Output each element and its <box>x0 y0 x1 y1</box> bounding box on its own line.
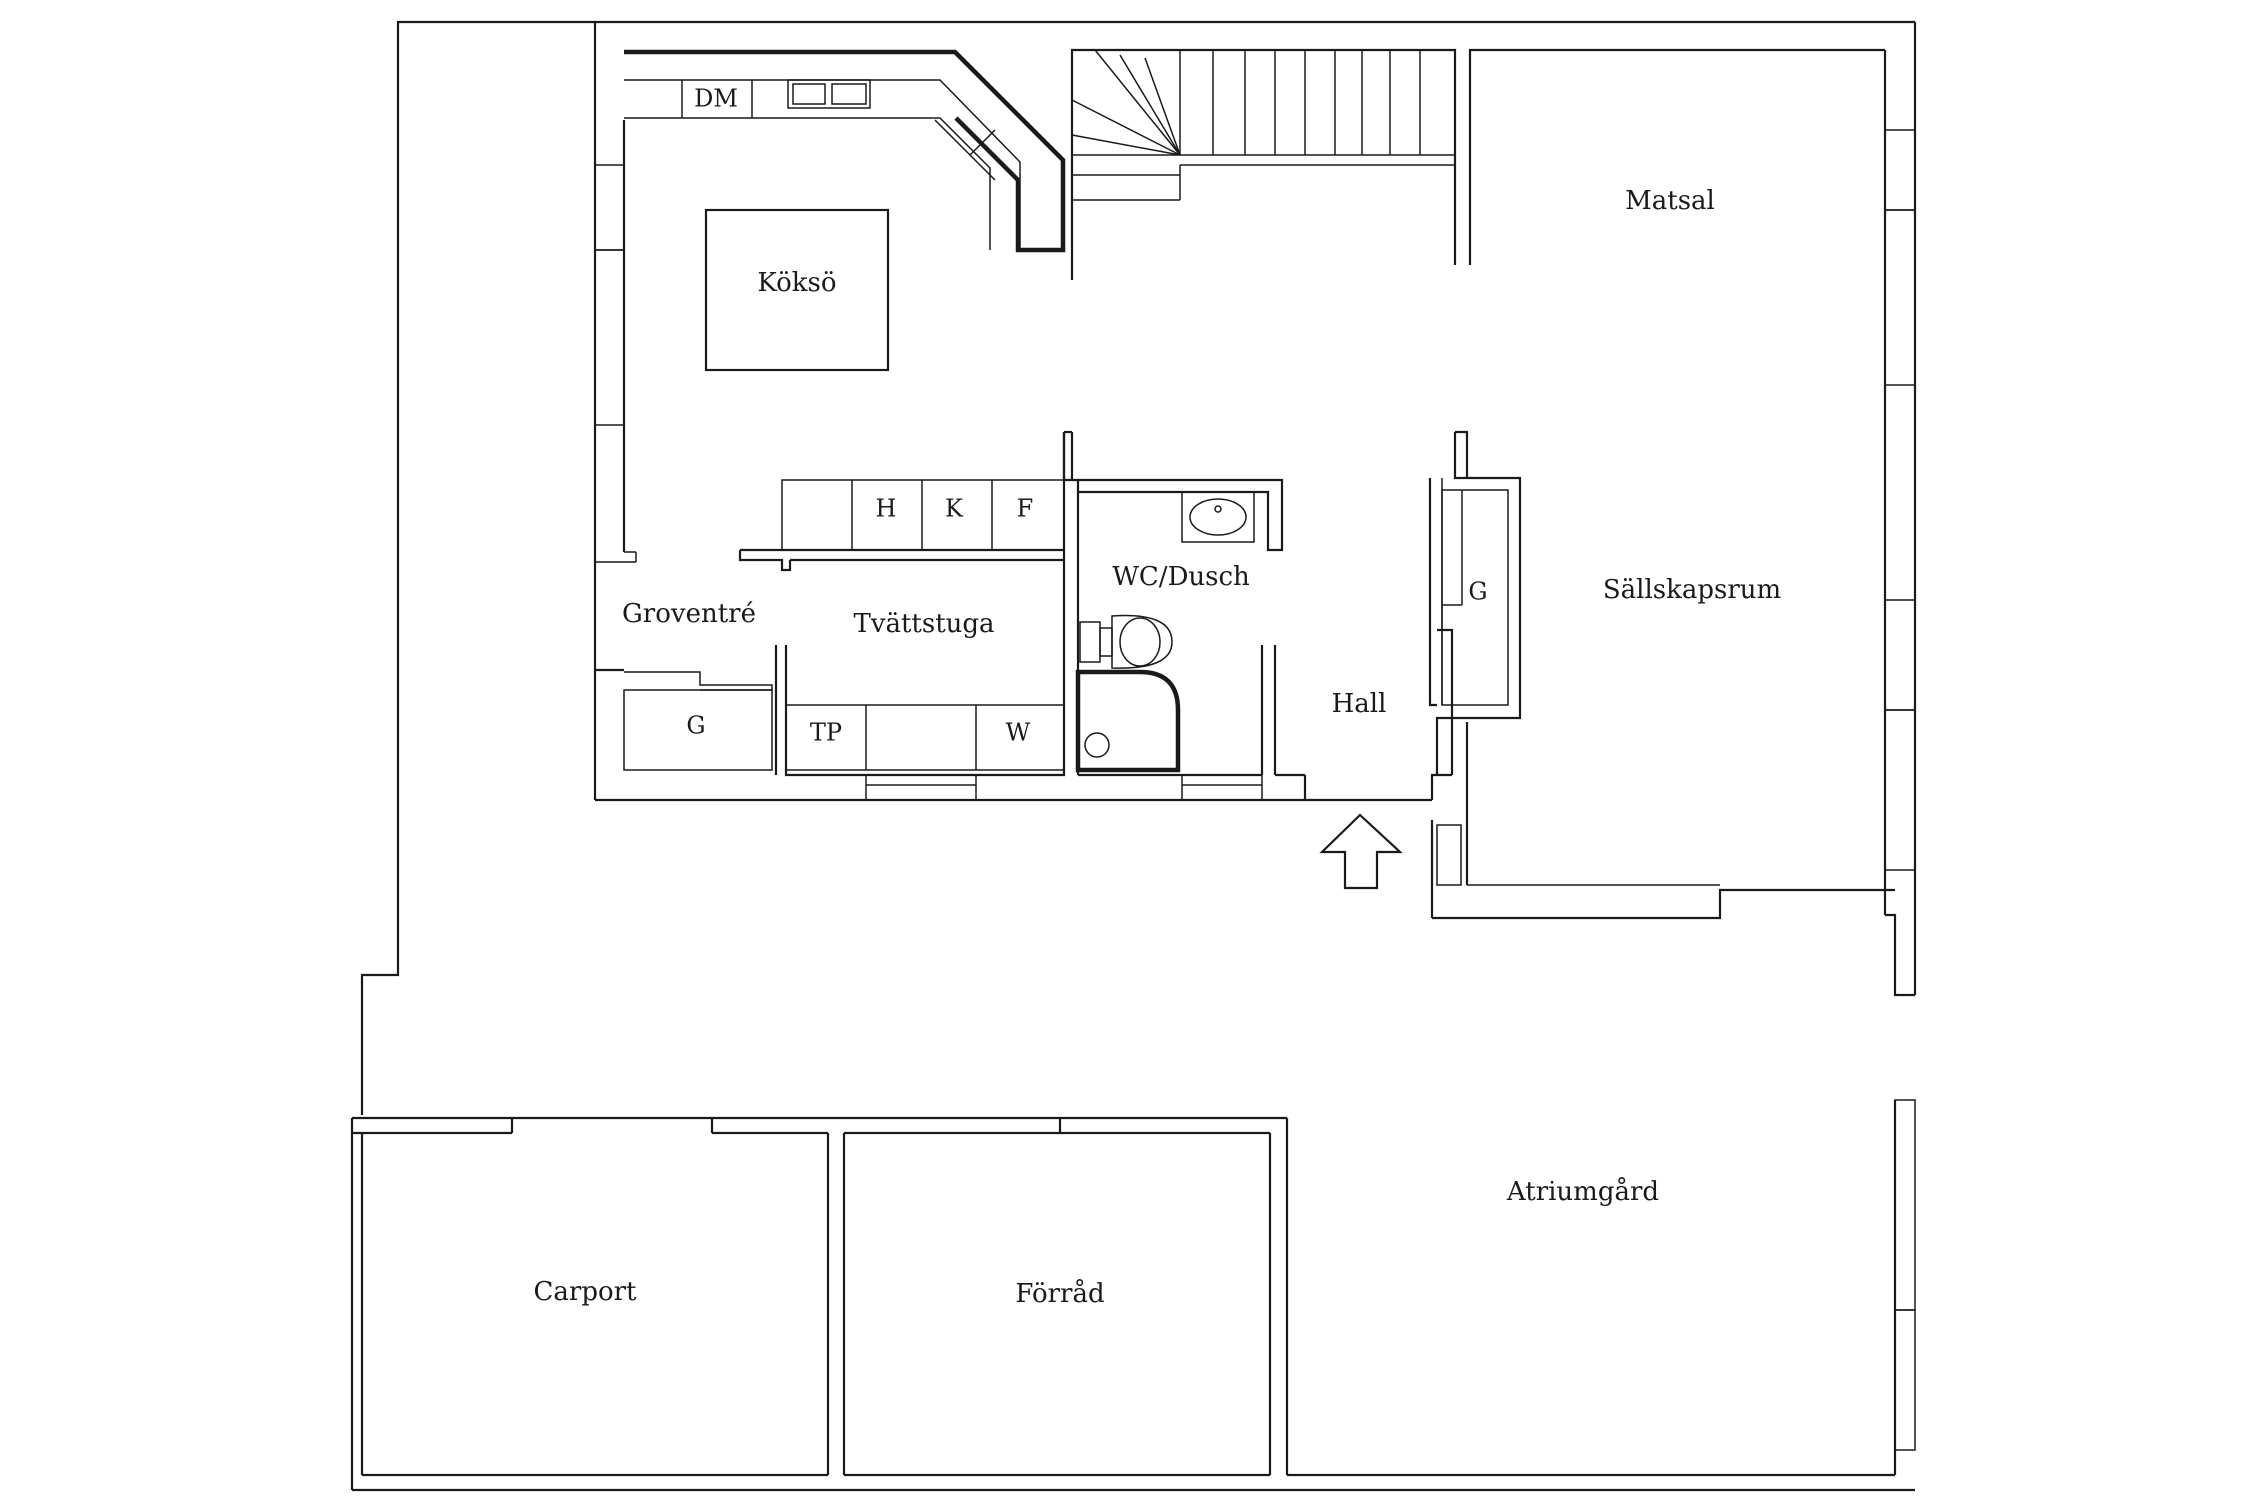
room-label-sallskapsrum: Sällskapsrum <box>1603 575 1781 605</box>
kitchen-partition <box>1064 430 1074 480</box>
fixture-label-f: F <box>1017 495 1034 523</box>
bathroom <box>1062 432 1307 800</box>
kitchen-counter <box>624 49 1066 253</box>
room-label-forrad: Förråd <box>1015 1278 1104 1309</box>
entrance-arrow <box>1319 813 1403 890</box>
fixture-label-wardrobe-hall: G <box>1468 578 1487 606</box>
room-label-tvattstuga: Tvättstuga <box>853 609 994 639</box>
dining-wall <box>1468 48 1885 265</box>
fixture-label-tumble-dryer: TP <box>810 719 842 747</box>
room-label-hall: Hall <box>1332 689 1387 719</box>
house-walls <box>593 22 1895 920</box>
room-label-koksö: Köksö <box>757 268 836 298</box>
room-label-groventre: Groventré <box>622 599 756 629</box>
fixture-label-washer: W <box>1006 719 1031 747</box>
groventre-wardrobe <box>595 668 773 771</box>
room-label-matsal: Matsal <box>1625 186 1715 216</box>
kitchen-island <box>704 208 890 372</box>
east-windows <box>1883 50 1916 997</box>
staircase <box>1070 48 1457 280</box>
hall-wardrobe <box>1428 430 1522 775</box>
room-label-carport: Carport <box>534 1277 638 1307</box>
fixture-label-wardrobe-groventre: G <box>686 712 705 740</box>
utility-cabinets <box>738 479 1065 572</box>
fixture-label-k: K <box>945 495 964 523</box>
fixture-label-dishwasher: DM <box>694 85 738 113</box>
room-label-atriumgard: Atriumgård <box>1506 1176 1659 1207</box>
laundry-room <box>774 432 1066 800</box>
plot-boundary <box>350 20 1917 1492</box>
room-label-wc-dusch: WC/Dusch <box>1112 562 1250 592</box>
fixture-label-h: H <box>876 495 897 523</box>
outbuildings <box>352 1099 1916 1477</box>
